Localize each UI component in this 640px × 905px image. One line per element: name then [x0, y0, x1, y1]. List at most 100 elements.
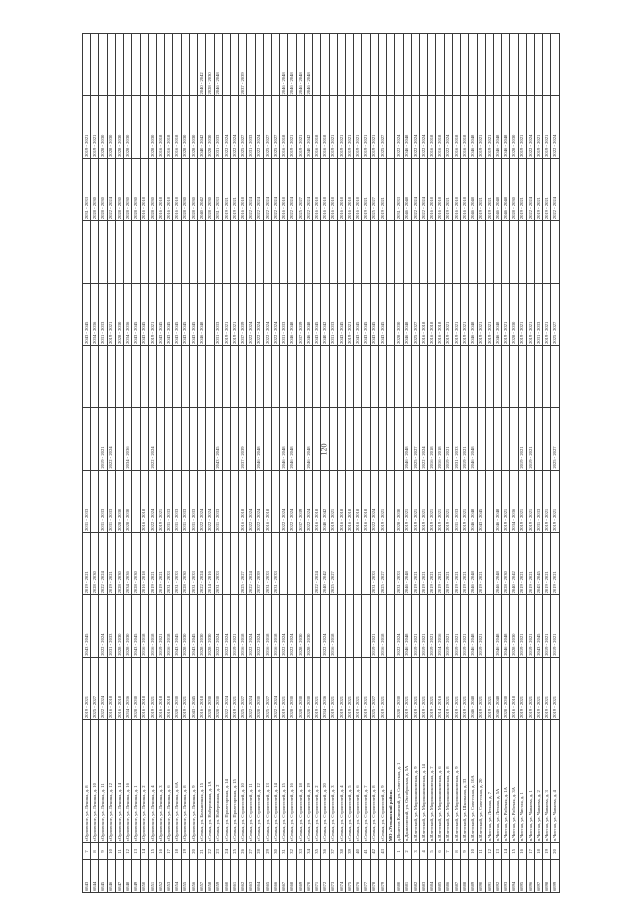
cell-row-number: 15	[148, 842, 157, 860]
cell-period: 2028 - 2030	[90, 532, 99, 595]
cell-period	[386, 158, 395, 221]
cell-period: 2028 - 2030	[181, 158, 190, 221]
cell-row-number: 15	[509, 842, 519, 860]
cell-period: 2019 - 2021	[526, 594, 535, 658]
cell-period	[279, 532, 288, 595]
cell-period	[312, 407, 321, 471]
cell-period	[435, 345, 445, 408]
cell-period	[90, 345, 99, 408]
cell-period	[386, 594, 395, 658]
cell-period: 2031 - 2033	[329, 283, 338, 346]
cell-period: 2016 - 2018	[435, 158, 445, 221]
cell-period: 2028 - 2030	[115, 283, 124, 346]
cell-period: 2019 - 2021	[353, 657, 362, 720]
cell-record-id: 6894	[509, 859, 519, 893]
cell-period	[468, 220, 477, 284]
cell-period: 2043 - 2045	[337, 283, 346, 346]
cell-period: 2028 - 2030	[296, 657, 305, 720]
cell-period: 2019 - 2021	[279, 657, 288, 720]
cell-period: 2019 - 2021	[526, 407, 535, 471]
cell-period: 2040 - 2042	[197, 96, 206, 159]
cell-row-number: 14	[140, 842, 149, 860]
cell-row-number: 3	[411, 842, 420, 860]
cell-period	[98, 220, 108, 284]
cell-record-id: 6849	[131, 859, 141, 893]
cell-period: 2046 - 2048	[287, 407, 297, 471]
cell-period: 2034 - 2036	[320, 657, 330, 720]
cell-row-number: 12	[485, 842, 494, 860]
cell-period	[378, 33, 387, 96]
cell-period: 2016 - 2018	[435, 407, 445, 471]
cell-record-id: 6871	[312, 859, 321, 893]
cell-period: 2031 - 2033	[164, 532, 173, 595]
cell-period	[329, 33, 338, 96]
cell-period	[444, 345, 453, 408]
cell-row-number: 16	[518, 842, 527, 860]
cell-period: 2019 - 2021	[444, 283, 453, 346]
cell-period: 2028 - 2030	[115, 594, 124, 658]
cell-period: 2022 - 2024	[279, 470, 288, 533]
cell-period	[435, 220, 445, 284]
cell-period	[222, 220, 231, 284]
cell-row-number: 31	[279, 842, 288, 860]
cell-record-id: 6853	[164, 859, 173, 893]
cell-period	[255, 33, 264, 96]
cell-period	[156, 345, 165, 408]
cell-record-id: 6844	[90, 859, 99, 893]
cell-address: г.Семья, ул. Строителей, д. 19	[304, 719, 313, 843]
cell-period	[460, 33, 469, 96]
cell-period: 2022 - 2024	[246, 283, 256, 346]
cell-period	[296, 407, 305, 471]
cell-row-number: 11	[477, 842, 486, 860]
cell-record-id: 6868	[287, 859, 297, 893]
cell-period	[427, 345, 436, 408]
cell-record-id: 6855	[181, 859, 190, 893]
cell-period: 2019 - 2021	[427, 470, 436, 533]
cell-period: 2016 - 2018	[452, 158, 461, 221]
cell-period: 2022 - 2024	[320, 594, 330, 658]
cell-period: 2043 - 2045	[172, 283, 182, 346]
cell-period: 2028 - 2030	[205, 33, 214, 96]
cell-period: 2019 - 2021	[361, 657, 371, 720]
cell-period: 2034 - 2036	[90, 283, 99, 346]
cell-period	[493, 220, 502, 284]
cell-row-number: 23	[214, 842, 223, 860]
cell-period: 2016 - 2018	[353, 158, 362, 221]
cell-period	[197, 345, 206, 408]
cell-address: г.Орловское, ул. Ленина, д. 16	[123, 719, 132, 843]
cell-period	[550, 220, 560, 284]
cell-period: 2022 - 2024	[550, 158, 560, 221]
cell-row-number: 9	[98, 842, 108, 860]
cell-period	[279, 345, 288, 408]
cell-period	[419, 345, 428, 408]
cell-period: 2025 - 2027	[238, 532, 247, 595]
cell-period: 2031 - 2033	[246, 96, 256, 159]
cell-period: 2019 - 2021	[435, 532, 445, 595]
cell-address: г.Орловское, ул. Ленина, д. 8	[181, 719, 190, 843]
cell-period: 2019 - 2021	[435, 470, 445, 533]
cell-period: 2019 - 2021	[485, 158, 494, 221]
cell-period: 2040 - 2042	[320, 283, 330, 346]
cell-period	[337, 594, 346, 658]
cell-period	[394, 33, 404, 96]
cell-record-id: 6885	[435, 859, 445, 893]
cell-period: 2019 - 2021	[518, 158, 527, 221]
cell-period: 2019 - 2021	[477, 657, 486, 720]
cell-period	[296, 220, 305, 284]
cell-period: 2028 - 2030	[205, 657, 214, 720]
cell-period	[123, 220, 132, 284]
cell-period: 2016 - 2018	[238, 158, 247, 221]
cell-period	[263, 33, 272, 96]
cell-period: 2019 - 2021	[542, 657, 551, 720]
cell-period	[189, 345, 198, 408]
cell-row-number: 14	[501, 842, 510, 860]
cell-period	[361, 532, 371, 595]
